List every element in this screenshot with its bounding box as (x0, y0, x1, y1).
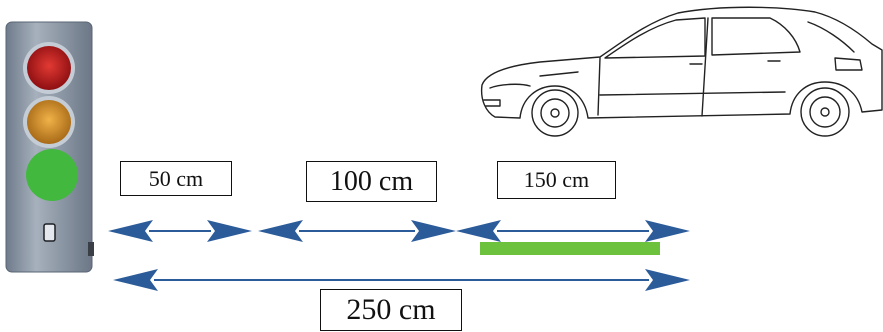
traffic-light (5, 21, 94, 273)
car-outline-icon (480, 6, 883, 137)
rear-wheel (800, 87, 850, 137)
label-50cm: 50 cm (120, 161, 232, 196)
arrow-150cm (456, 220, 690, 242)
label-150cm: 150 cm (497, 161, 616, 199)
arrow-50cm (108, 220, 252, 242)
label-100cm: 100 cm (306, 161, 437, 202)
arrow-100cm (258, 220, 456, 242)
arrow-250cm (113, 269, 690, 291)
green-lamp (26, 149, 78, 201)
distance-arrows (108, 220, 690, 291)
label-250cm: 250 cm (320, 289, 462, 331)
red-lamp (27, 46, 71, 90)
sensor-window (43, 223, 56, 242)
highlight-bar (480, 242, 660, 255)
amber-lamp (27, 100, 71, 144)
front-wheel (531, 89, 579, 137)
